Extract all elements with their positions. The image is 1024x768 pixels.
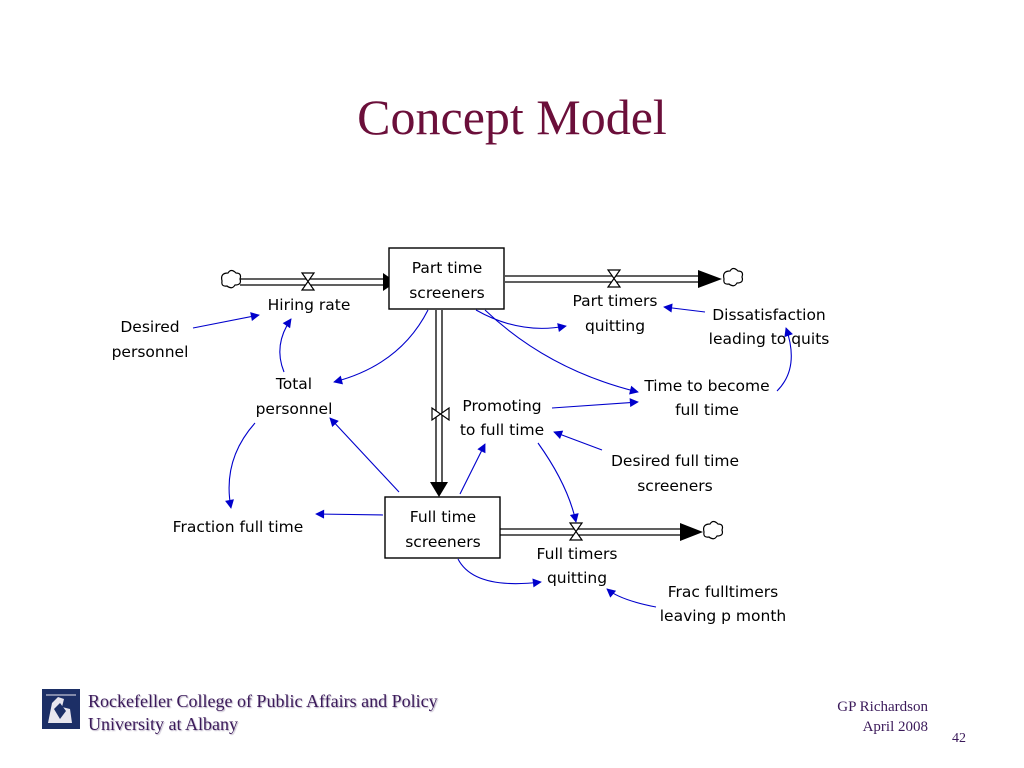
var-dissatisfaction-line1: Dissatisfaction xyxy=(712,306,826,324)
var-frac-leaving-line2: leaving p month xyxy=(660,607,786,625)
causal-links xyxy=(192,303,793,608)
valve-icons xyxy=(300,269,622,541)
cloud-icon xyxy=(723,267,744,287)
var-fraction-full-time: Fraction full time xyxy=(173,518,304,536)
stock-full-time-line1: Full time xyxy=(410,508,476,526)
cloud-icon xyxy=(221,269,242,289)
flow-ft-quit-line1: Full timers xyxy=(537,545,618,563)
flow-ft-quit-line2: quitting xyxy=(547,569,607,587)
stock-box-full-time xyxy=(384,496,501,559)
var-total-personnel-line1: Total xyxy=(275,375,312,393)
slide-title: Concept Model xyxy=(357,89,667,145)
var-time-full-line1: Time to become xyxy=(643,377,769,395)
stock-part-time-line1: Part time xyxy=(412,259,483,277)
var-dissatisfaction-line2: leading to quits xyxy=(709,330,830,348)
footer-author-block: GP Richardson April 2008 xyxy=(837,697,928,737)
footer-org-line2: University at Albany xyxy=(88,714,238,734)
flow-promoting-line2: to full time xyxy=(460,421,544,439)
valve-icon xyxy=(300,272,316,291)
flow-pipes xyxy=(240,275,700,536)
stock-full-time-line2: screeners xyxy=(405,533,481,551)
var-desired-personnel-line1: Desired xyxy=(120,318,179,336)
var-time-full-line2: full time xyxy=(675,401,739,419)
footer-author: GP Richardson xyxy=(837,699,928,715)
college-logo-icon xyxy=(42,689,80,729)
var-desired-personnel-line2: personnel xyxy=(112,343,189,361)
valve-icon xyxy=(431,406,450,422)
var-total-personnel-line2: personnel xyxy=(256,400,333,418)
var-frac-leaving-line1: Frac fulltimers xyxy=(668,583,778,601)
var-desired-ft-line1: Desired full time xyxy=(611,452,739,470)
footer-date: April 2008 xyxy=(862,719,928,735)
stock-part-time-line2: screeners xyxy=(409,284,485,302)
footer-org-line1: Rockefeller College of Public Affairs an… xyxy=(88,691,438,711)
cloud-icons xyxy=(221,267,744,540)
flow-promoting-line1: Promoting xyxy=(462,397,541,415)
page-number: 42 xyxy=(952,731,966,746)
var-desired-ft-line2: screeners xyxy=(637,477,713,495)
flow-hiring-rate: Hiring rate xyxy=(268,296,351,314)
flow-pt-quit-line2: quitting xyxy=(585,317,645,335)
cloud-icon xyxy=(703,520,724,540)
valve-icon xyxy=(568,522,584,541)
footer-organization: Rockefeller College of Public Affairs an… xyxy=(88,690,438,736)
flow-pt-quit-line1: Part timers xyxy=(573,292,658,310)
valve-icon xyxy=(606,269,622,288)
stock-box-part-time xyxy=(388,247,505,310)
